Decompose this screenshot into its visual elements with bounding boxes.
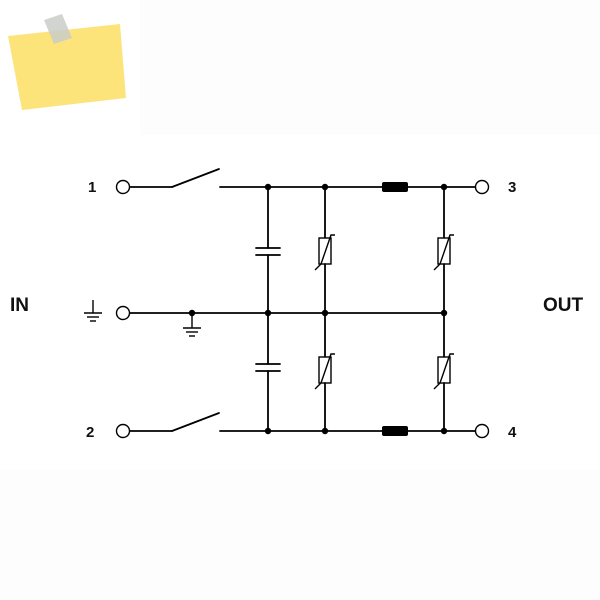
inductor-icon <box>382 426 408 436</box>
pin-label-2: 2 <box>86 424 94 441</box>
capacitor-icon <box>255 363 281 372</box>
varistor-icon <box>314 353 335 390</box>
output-side-label: OUT <box>543 295 584 316</box>
switch-icon <box>171 412 220 432</box>
inductor-icon <box>382 182 408 192</box>
background-panel-bottom <box>0 470 600 600</box>
varistor-column-2 <box>433 186 454 432</box>
sticky-note-icon <box>8 14 126 110</box>
terminal-1 <box>115 179 131 195</box>
terminal-ground-in <box>115 305 131 321</box>
background-panel-top <box>140 0 600 135</box>
terminal-3 <box>474 179 490 195</box>
switch-icon <box>171 168 220 188</box>
ground-icon <box>183 313 201 337</box>
bottom-rail <box>129 412 476 432</box>
pin-label-3: 3 <box>508 179 516 196</box>
varistor-icon <box>433 234 454 271</box>
capacitor-column <box>255 186 281 432</box>
varistor-icon <box>314 234 335 271</box>
pin-label-1: 1 <box>88 179 96 196</box>
ground-icon <box>84 300 102 322</box>
top-rail <box>129 168 476 188</box>
pin-label-4: 4 <box>508 424 517 441</box>
terminal-2 <box>115 423 131 439</box>
junction-nodes <box>188 183 448 435</box>
capacitor-icon <box>255 247 281 256</box>
varistor-column-1 <box>314 186 335 432</box>
terminal-4 <box>474 423 490 439</box>
input-side-label: IN <box>10 295 29 316</box>
